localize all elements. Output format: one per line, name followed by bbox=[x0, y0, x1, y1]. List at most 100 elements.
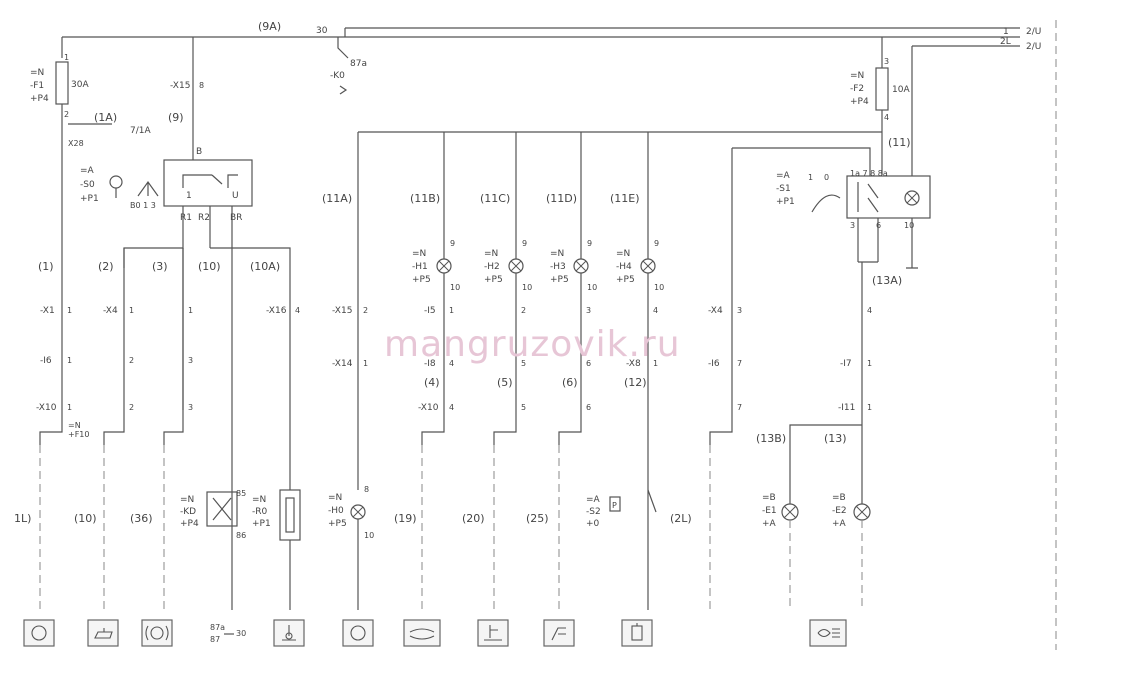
sensor-contact-1 bbox=[39, 425, 63, 445]
lamp-e1 bbox=[781, 503, 799, 521]
i6b-pin: 2 bbox=[129, 356, 134, 365]
kd-name: -KD bbox=[180, 507, 196, 517]
f2-eq: =N bbox=[850, 71, 864, 81]
s0-positions: B0 1 3 bbox=[130, 201, 156, 210]
watermark: mangruzovik.ru bbox=[384, 324, 681, 365]
lamp-s1-indicator bbox=[904, 190, 920, 206]
ref-1l: 1L) bbox=[14, 512, 31, 525]
h2-name: -H2 bbox=[484, 262, 500, 272]
x10r-pin: 4 bbox=[449, 403, 454, 412]
x1-name: -X1 bbox=[40, 306, 55, 316]
s1-pin10: 10 bbox=[904, 221, 914, 230]
f1-eq: =N bbox=[30, 68, 44, 78]
x10-name: -X10 bbox=[36, 403, 57, 413]
s1-loc: +P1 bbox=[776, 197, 795, 207]
x10c-pin: 3 bbox=[188, 403, 193, 412]
i6r-name: -I6 bbox=[708, 359, 720, 369]
h0-loc: +P5 bbox=[328, 519, 347, 529]
e1-name: -E1 bbox=[762, 506, 777, 516]
h2-pin-top: 9 bbox=[522, 239, 527, 248]
circuit-5: (5) bbox=[497, 376, 513, 389]
s1-knob bbox=[811, 194, 841, 213]
x4-pin: 1 bbox=[129, 306, 134, 315]
h3-loc: +P5 bbox=[550, 275, 569, 285]
circuit-11d: (11D) bbox=[546, 192, 577, 205]
s0-pin-b: B bbox=[196, 147, 202, 157]
h4-loc: +P5 bbox=[616, 275, 635, 285]
x15-pin: 2 bbox=[363, 306, 368, 315]
svg-text:87: 87 bbox=[210, 635, 220, 644]
circuit-12: (12) bbox=[624, 376, 647, 389]
h4-eq: =N bbox=[616, 249, 630, 259]
x10-pin: 1 bbox=[67, 403, 72, 412]
k0-pin30: 30 bbox=[316, 26, 328, 36]
i8b-pin: 5 bbox=[521, 359, 526, 368]
h1-pin-top: 9 bbox=[450, 239, 455, 248]
e1-eq: =B bbox=[762, 493, 776, 503]
f1-name: -F1 bbox=[30, 81, 44, 91]
ref-20: (20) bbox=[462, 512, 485, 525]
h1-name: -H1 bbox=[412, 262, 428, 272]
headlight-icon bbox=[809, 619, 847, 647]
x15-name: -X15 bbox=[332, 306, 352, 316]
coolant-temp-icon bbox=[273, 619, 305, 647]
sensor-contact-3 bbox=[163, 425, 184, 445]
s2-box: P bbox=[612, 501, 617, 510]
k0-name: -K0 bbox=[330, 71, 345, 81]
i5c-pin: 3 bbox=[586, 306, 591, 315]
s2-name: -S2 bbox=[586, 507, 601, 517]
h0-eq: =N bbox=[328, 493, 342, 503]
x16-name: -X16 bbox=[266, 306, 287, 316]
sensor-contact-7 bbox=[709, 425, 733, 445]
h0-name: -H0 bbox=[328, 506, 344, 516]
circle-lamp-icon bbox=[23, 619, 55, 647]
s1-contacts bbox=[857, 182, 879, 213]
i8-name: -I8 bbox=[424, 359, 436, 369]
circuit-1: (1) bbox=[38, 260, 54, 273]
switch-s2-contact bbox=[647, 489, 657, 513]
svg-text:87a: 87a bbox=[210, 623, 225, 632]
terminal-1: 1 bbox=[1003, 27, 1009, 37]
i5-name: -I5 bbox=[424, 306, 436, 316]
h2-pin-bot: 10 bbox=[522, 283, 532, 292]
i7-name: -I7 bbox=[840, 359, 852, 369]
i5-pin: 1 bbox=[449, 306, 454, 315]
ref-25: (25) bbox=[526, 512, 549, 525]
r0-name: -R0 bbox=[252, 507, 268, 517]
f1-loc: +P4 bbox=[30, 94, 49, 104]
x15-top-pin: 8 bbox=[199, 81, 204, 90]
x15-top-name: -X15 bbox=[170, 81, 190, 91]
f2-loc: +P4 bbox=[850, 97, 869, 107]
ref-19: (19) bbox=[394, 512, 417, 525]
x4-name: -X4 bbox=[103, 306, 118, 316]
lamp-h1 bbox=[436, 258, 452, 274]
x10r-name: -X10 bbox=[418, 403, 439, 413]
sensor-contact-6 bbox=[558, 425, 582, 445]
s2-loc: +0 bbox=[586, 519, 600, 529]
kd-eq: =N bbox=[180, 495, 194, 505]
circuit-9: (9) bbox=[168, 111, 184, 124]
h3-pin-bot: 10 bbox=[587, 283, 597, 292]
terminal-2l: 2L bbox=[1000, 37, 1011, 47]
x8-name: -X8 bbox=[626, 359, 641, 369]
s1-pin3: 3 bbox=[850, 221, 855, 230]
s1-name: -S1 bbox=[776, 184, 791, 194]
x4b-pin: 1 bbox=[188, 306, 193, 315]
kd-p85: 85 bbox=[236, 489, 246, 498]
lamp-h4 bbox=[640, 258, 656, 274]
s1-pos1: 1 bbox=[808, 173, 813, 182]
circuit-11a: (11A) bbox=[322, 192, 352, 205]
kd-p86: 86 bbox=[236, 531, 246, 540]
fuse-f1 bbox=[55, 61, 69, 105]
sensor-contact-2 bbox=[103, 425, 125, 445]
lamp-h0 bbox=[350, 504, 366, 520]
key-icon bbox=[109, 175, 123, 198]
x8-pin: 1 bbox=[653, 359, 658, 368]
kd-loc: +P4 bbox=[180, 519, 199, 529]
h0-pin-bot: 10 bbox=[364, 531, 374, 540]
f2-pin4: 4 bbox=[884, 113, 889, 122]
circuit-11: (11) bbox=[888, 136, 911, 149]
s0-br: BR bbox=[230, 213, 242, 223]
ref-2u-b: 2/U bbox=[1026, 42, 1041, 52]
h3-eq: =N bbox=[550, 249, 564, 259]
